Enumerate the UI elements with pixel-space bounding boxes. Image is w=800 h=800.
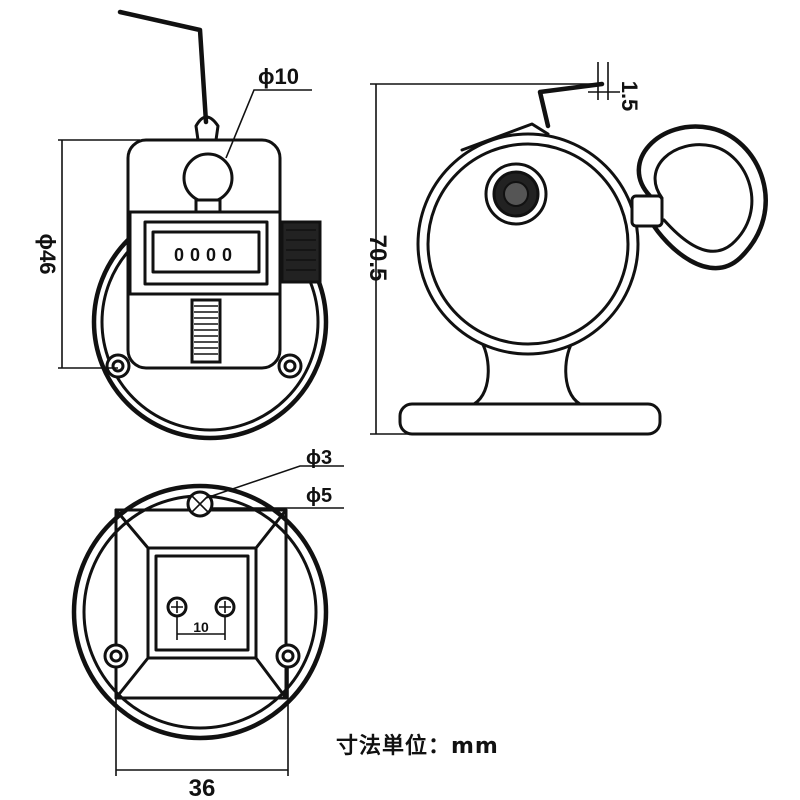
front-counter-digits [151, 230, 261, 274]
bottom-square-inner [146, 546, 258, 660]
dim-phi10-label: ϕ10 [258, 64, 299, 89]
front-reset-knurl [286, 229, 316, 271]
dim-wire-label: 1.5 [617, 81, 642, 112]
front-screw-post [190, 298, 222, 364]
front-reset-knob [280, 220, 322, 284]
dim-phi3-leader [205, 465, 344, 499]
side-body [416, 132, 640, 356]
bottom-hole-right [275, 643, 301, 669]
front-hole-right-inner [283, 359, 297, 373]
front-hole-right [277, 353, 303, 379]
side-wire [537, 81, 605, 129]
front-counter-block [128, 210, 282, 296]
side-base-plate [398, 402, 662, 436]
bottom-hole-left-inner [109, 649, 123, 663]
dim-phi46-label: ϕ46 [35, 234, 60, 275]
bottom-view: 10 ϕ3 ϕ5 36 [71, 447, 344, 800]
bottom-screw-left-slot [171, 601, 183, 613]
dim-width-label: 36 [189, 775, 216, 800]
units-note: 寸法単位：mm [336, 734, 499, 759]
dim-height-label: 70.5 [364, 235, 391, 282]
dim-width-lines [115, 666, 289, 776]
front-counter-window [143, 220, 269, 286]
front-button [182, 152, 234, 204]
front-hole-left-inner [111, 359, 125, 373]
dim-spacing-lines [176, 616, 226, 640]
dim-phi3-label: ϕ3 [306, 447, 332, 469]
front-hole-left [105, 353, 131, 379]
dim-wire-lines [588, 62, 620, 100]
bottom-hole-left [103, 643, 129, 669]
front-wire [117, 9, 209, 125]
front-screw-thread [194, 305, 218, 355]
side-body-inner [426, 142, 630, 346]
dim-spacing-label: 10 [193, 619, 209, 635]
dim-phi46-lines [58, 139, 140, 369]
side-knob-center [503, 181, 529, 207]
bottom-outer-circle [71, 483, 329, 741]
counter-digits: 0000 [174, 245, 238, 265]
bottom-top-hole-cross [191, 495, 209, 513]
side-view: 70.5 1.5 [364, 62, 768, 436]
side-strap-clip [630, 194, 664, 228]
dim-phi5-label: ϕ5 [306, 485, 332, 507]
side-strap-inner [653, 143, 754, 253]
side-cap [460, 122, 550, 152]
side-strap [636, 124, 768, 271]
bottom-hole-right-inner [281, 649, 295, 663]
bottom-square-face [154, 554, 250, 652]
dim-phi10-leader [225, 89, 312, 159]
bottom-bevel-lines [114, 508, 288, 700]
front-view: 0000 ϕ46 ϕ10 [35, 9, 329, 441]
front-wire-clip [194, 115, 220, 142]
bottom-screw-right-slot [219, 601, 231, 613]
